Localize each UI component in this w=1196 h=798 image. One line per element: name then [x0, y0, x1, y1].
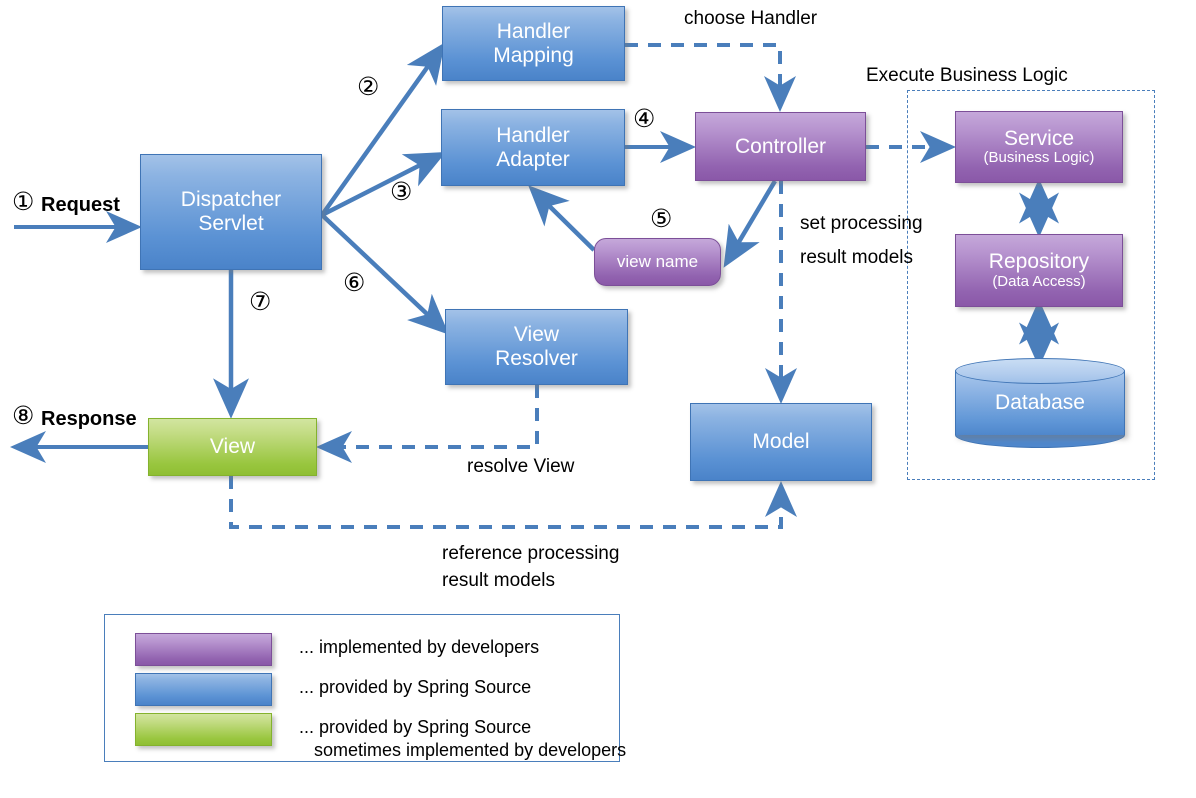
legend-item-implemented-by-developers: ... implemented by developers: [135, 633, 539, 666]
legend-label-purple: ... implemented by developers: [299, 637, 540, 657]
handler-adapter-node[interactable]: Handler Adapter: [441, 109, 625, 186]
arrow-step5-view-name: [723, 179, 777, 268]
handler-mapping-line1: Handler: [496, 19, 571, 43]
legend-swatch-purple: [135, 633, 272, 666]
arrow-view-name-handler-adapter: [528, 185, 596, 252]
view-resolver-node[interactable]: View Resolver: [445, 309, 628, 385]
arrow-step6-view-resolver: [320, 213, 449, 335]
step-3-marker: ③: [390, 178, 413, 206]
choose-handler-label: choose Handler: [684, 8, 818, 29]
model-node[interactable]: Model: [690, 403, 872, 481]
controller-node[interactable]: Controller: [695, 112, 866, 181]
repository-line2: (Data Access): [992, 272, 1086, 290]
database-node[interactable]: Database: [955, 358, 1125, 448]
dispatcher-servlet-line1: Dispatcher: [180, 188, 282, 212]
repository-node[interactable]: Repository (Data Access): [955, 234, 1123, 307]
arrow-step3-handler-adapter: [320, 151, 447, 218]
repository-line1: Repository: [988, 250, 1090, 274]
arrow-resolve-view: [316, 385, 539, 463]
legend-item-provided-sometimes-implemented: ... provided by Spring Source sometimes …: [135, 713, 626, 761]
legend-label-blue: ... provided by Spring Source: [299, 677, 532, 697]
dispatcher-servlet-line2: Servlet: [198, 212, 264, 235]
view-label: View: [209, 435, 256, 459]
handler-adapter-line1: Handler: [496, 123, 570, 147]
legend-label-green: ... provided by Spring Source sometimes …: [299, 713, 626, 761]
set-processing-label-line2: result models: [800, 247, 913, 268]
step-4-marker: ④: [633, 105, 656, 133]
handler-mapping-line2: Mapping: [493, 43, 574, 67]
arrow-reference-processing-result-models: [229, 476, 797, 529]
step-2-marker: ②: [357, 73, 380, 101]
arrow-choose-handler: [625, 43, 796, 112]
view-name-label: view name: [616, 252, 699, 272]
step-8-marker: ⑧: [12, 402, 35, 430]
dispatcher-servlet-node[interactable]: Dispatcher Servlet: [140, 154, 322, 270]
reference-processing-label-line2: result models: [442, 570, 555, 591]
legend-label-green-line1: ... provided by Spring Source: [299, 717, 532, 737]
model-label: Model: [752, 430, 810, 454]
step-6-marker: ⑥: [343, 269, 366, 297]
handler-mapping-node[interactable]: Handler Mapping: [442, 6, 625, 81]
resolve-view-label: resolve View: [467, 456, 575, 477]
request-label: Request: [41, 194, 120, 216]
legend-item-provided-by-spring-source: ... provided by Spring Source: [135, 673, 531, 706]
legend-label-green-line2: sometimes implemented by developers: [299, 739, 627, 760]
arrow-step2-handler-mapping: [320, 42, 445, 217]
controller-label: Controller: [734, 134, 827, 158]
set-processing-label-line1: set processing: [800, 213, 923, 234]
view-resolver-line2: Resolver: [495, 347, 578, 370]
view-node[interactable]: View: [148, 418, 317, 476]
step-5-marker: ⑤: [650, 205, 673, 233]
execute-business-logic-group: [907, 90, 1155, 480]
service-line2: (Business Logic): [983, 149, 1095, 167]
response-label: Response: [41, 408, 137, 430]
handler-adapter-line2: Adapter: [496, 147, 570, 171]
step-1-marker: ①: [12, 188, 35, 216]
database-top-ellipse: [955, 358, 1125, 384]
legend-box: ... implemented by developers ... provid…: [104, 614, 626, 762]
database-label: Database: [995, 391, 1085, 414]
service-node[interactable]: Service (Business Logic): [955, 111, 1123, 183]
execute-business-logic-label: Execute Business Logic: [866, 65, 1068, 86]
view-resolver-line1: View: [513, 323, 560, 347]
step-7-marker: ⑦: [249, 288, 272, 316]
service-line1: Service: [1003, 126, 1075, 150]
legend-swatch-blue: [135, 673, 272, 706]
reference-processing-label-line1: reference processing: [442, 543, 620, 564]
legend-swatch-green: [135, 713, 272, 746]
view-name-node[interactable]: view name: [594, 238, 721, 286]
